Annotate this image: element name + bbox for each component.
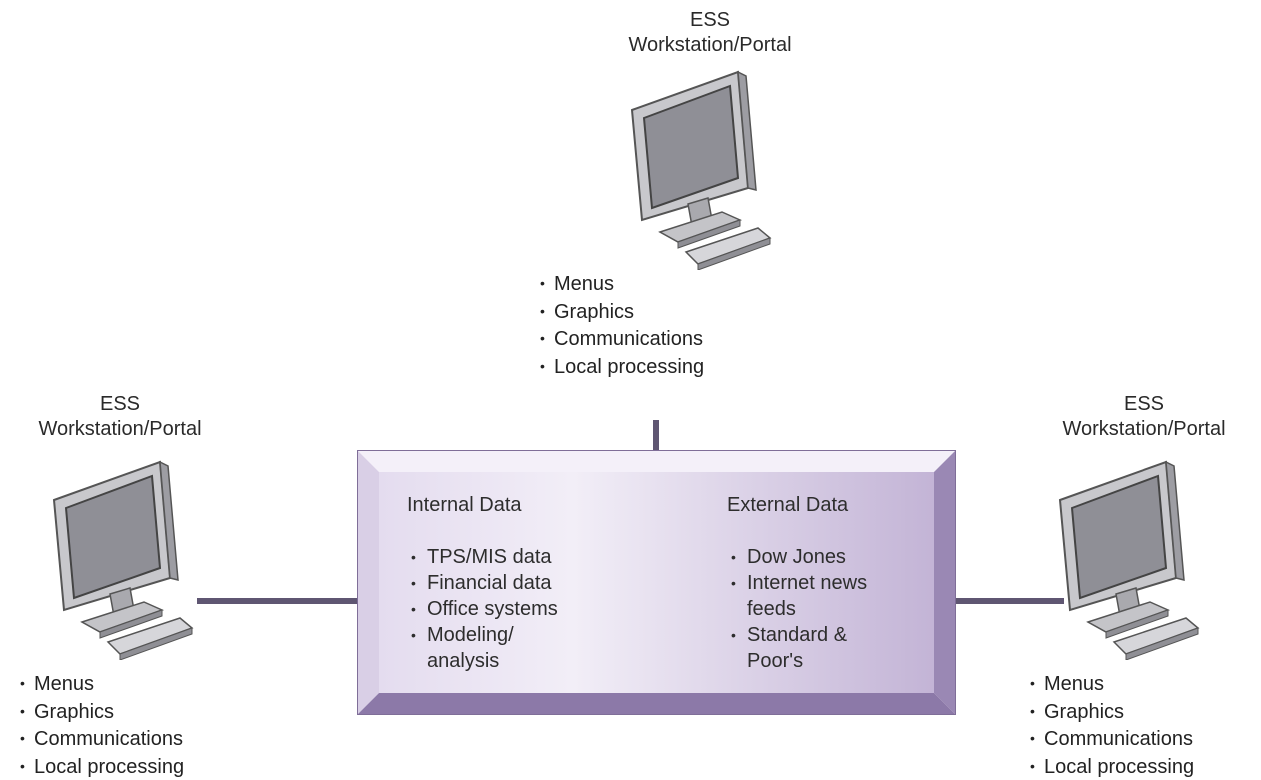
right-workstation-features: Menus Graphics Communications Local proc… bbox=[1030, 670, 1194, 780]
top-workstation-title: ESS Workstation/Portal bbox=[560, 8, 860, 58]
right-workstation-title-line1: ESS bbox=[994, 392, 1261, 417]
left-workstation-features: Menus Graphics Communications Local proc… bbox=[20, 670, 184, 780]
internal-data-heading: Internal Data bbox=[407, 492, 558, 518]
feature-item: Communications bbox=[540, 325, 704, 353]
list-item-text: Financial data bbox=[427, 572, 552, 594]
left-workstation-title-line2: Workstation/Portal bbox=[0, 417, 270, 442]
feature-item: Local processing bbox=[540, 353, 704, 381]
left-connector-line bbox=[197, 598, 359, 604]
external-data-column: External Data Dow Jones Internet newsfee… bbox=[727, 492, 867, 674]
right-connector-line bbox=[954, 598, 1064, 604]
top-workstation-features: Menus Graphics Communications Local proc… bbox=[540, 270, 704, 380]
list-item-text-continued: feeds bbox=[747, 596, 867, 622]
list-item-text: Internet news bbox=[747, 572, 867, 594]
list-item: Office systems bbox=[407, 596, 558, 622]
right-workstation-title: ESS Workstation/Portal bbox=[994, 392, 1261, 442]
feature-item: Communications bbox=[1030, 725, 1194, 753]
feature-item: Graphics bbox=[20, 698, 184, 726]
feature-item: Local processing bbox=[1030, 753, 1194, 780]
list-item-text: Office systems bbox=[427, 598, 558, 620]
left-workstation-title-line1: ESS bbox=[0, 392, 270, 417]
list-item: Financial data bbox=[407, 570, 558, 596]
feature-item: Graphics bbox=[1030, 698, 1194, 726]
feature-item: Communications bbox=[20, 725, 184, 753]
computer-icon bbox=[52, 460, 202, 665]
list-item-text-continued: Poor's bbox=[747, 648, 867, 674]
list-item: TPS/MIS data bbox=[407, 544, 558, 570]
list-item: Standard &Poor's bbox=[727, 622, 867, 674]
list-item-text: Modeling/ bbox=[427, 624, 514, 646]
top-workstation-title-line2: Workstation/Portal bbox=[560, 33, 860, 58]
feature-item: Menus bbox=[540, 270, 704, 298]
computer-icon bbox=[630, 70, 780, 275]
list-item-text: Standard & bbox=[747, 624, 847, 646]
left-workstation-title: ESS Workstation/Portal bbox=[0, 392, 270, 442]
list-item: Modeling/analysis bbox=[407, 622, 558, 674]
top-workstation-title-line1: ESS bbox=[560, 8, 860, 33]
feature-item: Menus bbox=[20, 670, 184, 698]
list-item-text-continued: analysis bbox=[427, 648, 558, 674]
ess-data-hub: Internal Data TPS/MIS data Financial dat… bbox=[357, 450, 956, 715]
top-connector-line bbox=[653, 420, 659, 452]
feature-item: Menus bbox=[1030, 670, 1194, 698]
feature-item: Graphics bbox=[540, 298, 704, 326]
internal-data-column: Internal Data TPS/MIS data Financial dat… bbox=[407, 492, 558, 674]
list-item-text: TPS/MIS data bbox=[427, 546, 552, 568]
list-item: Dow Jones bbox=[727, 544, 867, 570]
feature-item: Local processing bbox=[20, 753, 184, 780]
external-data-heading: External Data bbox=[727, 492, 867, 518]
list-item-text: Dow Jones bbox=[747, 546, 846, 568]
computer-icon bbox=[1058, 460, 1208, 665]
right-workstation-title-line2: Workstation/Portal bbox=[994, 417, 1261, 442]
